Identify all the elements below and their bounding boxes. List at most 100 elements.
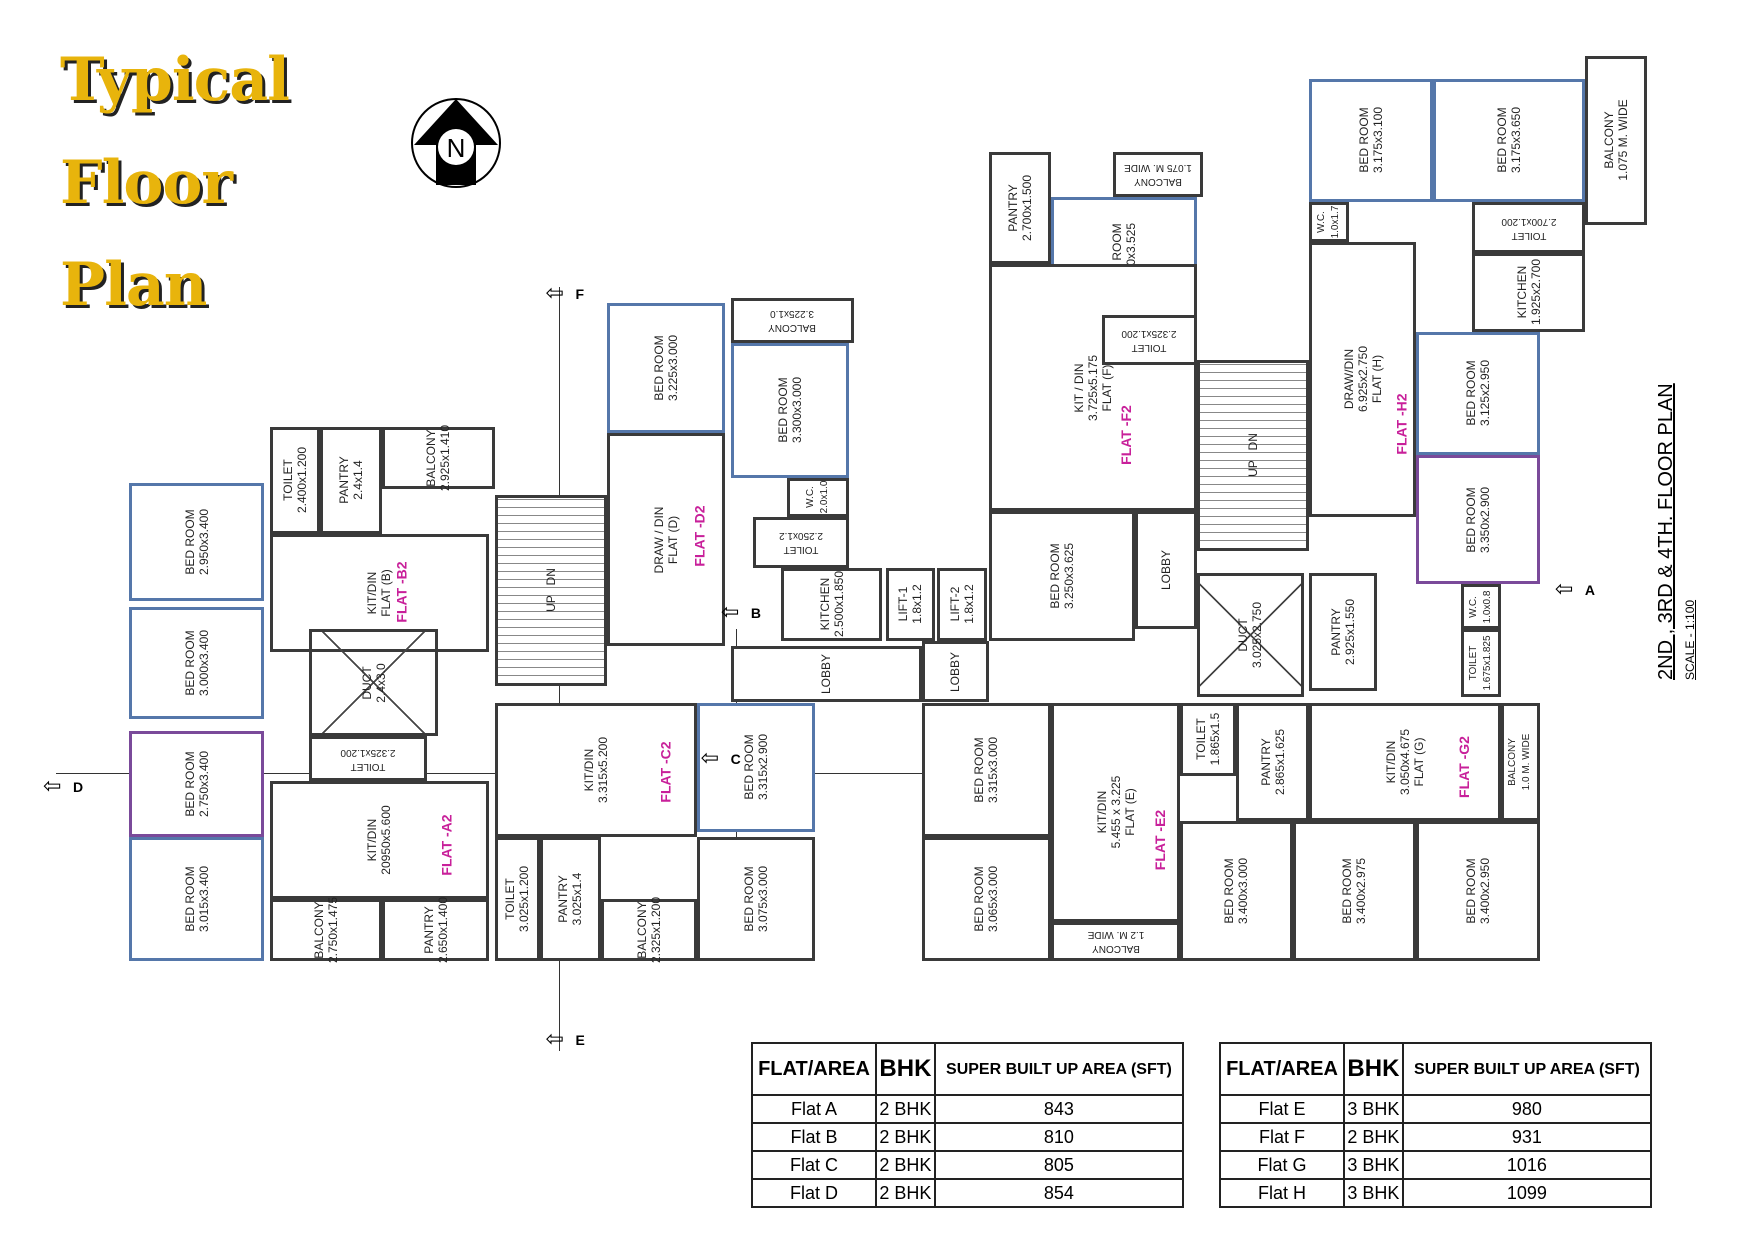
room: W.C. 1.0x0.8 (1461, 584, 1501, 630)
room: BED ROOM 3.400x2.975 (1292, 820, 1417, 962)
page-title-line-2: Floor (60, 148, 233, 218)
room: BED ROOM 3.315x3.000 (921, 702, 1051, 838)
room: BED ROOM 3.175x3.100 (1309, 78, 1434, 203)
room: BED ROOM 3.300x3.000 (730, 342, 849, 478)
section-arrow-icon: ⇦ (43, 772, 62, 798)
room-label: TOILET 2.400x1.200 (281, 447, 310, 514)
cell: 843 (933, 1094, 1185, 1124)
room: BALCONY 1.075 M. WIDE (1584, 56, 1647, 225)
col-header: BHK (1343, 1042, 1404, 1096)
section-arrow-icon: ⇦ (1554, 576, 1574, 602)
room: TOILET 1.865x1.5 (1180, 702, 1237, 776)
cell: 931 (1401, 1122, 1653, 1152)
room: UP DN (1197, 359, 1310, 551)
plan-scale: SCALE - 1:100 (1683, 599, 1697, 680)
room-label: LIFT-2 1.8x1.2 (948, 584, 977, 624)
room-label: BED ROOM 3.175x3.650 (1494, 107, 1523, 174)
room-label: KIT/DIN 3.050x4.675 FLAT (G) (1383, 728, 1426, 795)
room-label: W.C. 2.0x1.0 (804, 480, 830, 514)
room: TOILET 2.325x1.200 (1101, 314, 1198, 366)
room: BED ROOM 3.015x3.400 (129, 837, 265, 961)
room: KITCHEN 2.500x1.850 (781, 567, 883, 641)
room-label: BED ROOM 3.250x3.625 (1048, 543, 1077, 610)
room: BALCONY 1.075 M. WIDE (1112, 151, 1203, 197)
section-arrow-icon: ⇦ (720, 598, 740, 624)
room-label: KIT/DIN 20950x5.600 (365, 805, 394, 875)
room: UP DN (494, 494, 607, 686)
room: DRAW/DIN 6.925x2.750 FLAT (H) (1309, 241, 1417, 518)
room-label: BALCONY 2.925x1.410 (424, 424, 453, 492)
room: LIFT-2 1.8x1.2 (937, 567, 987, 641)
room: BED ROOM 2.950x3.400 (129, 483, 265, 602)
room-label: BED ROOM 3.350x2.900 (1464, 486, 1493, 553)
room: BED ROOM 3.400x2.950 (1416, 820, 1540, 962)
cell: 3 BHK (1343, 1094, 1404, 1124)
room-label: BED ROOM 3.065x3.000 (972, 866, 1001, 933)
room: W.C. 2.0x1.0 (786, 477, 849, 518)
room: KIT/DIN 3.050x4.675 FLAT (G) (1309, 702, 1501, 821)
room-label: KIT/DIN 5.455 x 3.225 FLAT (E) (1094, 775, 1137, 849)
room: TOILET 2.325x1.200 (309, 736, 428, 782)
area-table-1: FLAT/AREA BHK SUPER BUILT UP AREA (SFT) … (751, 1042, 1185, 1208)
cell: 810 (933, 1122, 1185, 1152)
room-label: DRAW / DIN FLAT (D) (651, 506, 680, 573)
room-label: W.C. 1.0x0.8 (1467, 590, 1493, 624)
room-label: PANTRY 2.650x1.400 (421, 897, 450, 964)
flat-tag: FLAT -D2 (691, 505, 708, 567)
room: PANTRY 2.650x1.400 (382, 897, 489, 964)
room: BALCONY 1.2 M. WIDE (1050, 921, 1181, 961)
room: KIT/DIN 3.315x5.200 (494, 702, 697, 838)
room: PANTRY 3.025x1.4 (539, 837, 602, 961)
room: BALCONY 1.0 M. WIDE (1500, 702, 1540, 821)
cell: Flat C (751, 1150, 877, 1180)
room-label: DUCT 2.4x3.0 (359, 663, 388, 703)
room-label: TOILET 2.325x1.200 (340, 746, 396, 772)
room-label: TOILET 2.700x1.200 (1501, 215, 1557, 241)
cell: 2 BHK (875, 1094, 936, 1124)
room: TOILET 2.700x1.200 (1472, 202, 1585, 253)
room-label: KITCHEN 2.500x1.850 (817, 571, 846, 638)
room-label: BALCONY 1.2 M. WIDE (1087, 929, 1144, 955)
room: PANTRY 2.865x1.625 (1236, 702, 1310, 821)
room-label: BED ROOM 3.400x3.000 (1222, 857, 1251, 924)
room: DUCT 2.4x3.0 (309, 629, 439, 737)
room: PANTRY 2.925x1.550 (1309, 573, 1377, 692)
room: KITCHEN 1.925x2.700 (1472, 252, 1585, 332)
room: DRAW / DIN FLAT (D) (606, 432, 725, 647)
room-label: BED ROOM 3.225x3.000 (651, 335, 680, 402)
section-marker: E (575, 1031, 585, 1048)
cell: Flat G (1219, 1150, 1345, 1180)
flat-tag: FLAT -A2 (438, 814, 455, 876)
room-label: LOBBY (948, 651, 963, 692)
cell: 1016 (1401, 1150, 1653, 1180)
cell: 1099 (1401, 1178, 1653, 1208)
room-label: LOBBY (819, 654, 834, 695)
room: BALCONY 2.325x1.200 (601, 897, 697, 963)
room-label: KIT/DIN FLAT (B) (365, 569, 394, 617)
room-label: TOILET 2.250x1.2 (778, 530, 823, 556)
section-arrow-icon: ⇦ (700, 744, 720, 770)
room-label: DRAW/DIN 6.925x2.750 FLAT (H) (1341, 346, 1384, 413)
section-marker: A (1584, 582, 1595, 599)
room-label: BED ROOM 2.950x3.400 (182, 509, 211, 576)
room-label: PANTRY 2.865x1.625 (1258, 728, 1287, 795)
cell: 2 BHK (875, 1122, 936, 1152)
room: BED ROOM 2.750x3.400 (129, 730, 265, 838)
flat-tag: FLAT -C2 (657, 741, 674, 803)
cell: 3 BHK (1343, 1178, 1404, 1208)
cell: Flat B (751, 1122, 877, 1152)
cell: Flat H (1219, 1178, 1345, 1208)
room-label: UP DN (543, 568, 558, 612)
cell: Flat A (751, 1094, 877, 1124)
cell: 2 BHK (875, 1178, 936, 1208)
room-label: UP DN (1246, 433, 1261, 478)
room-label: BED ROOM 3.315x2.900 (741, 734, 770, 801)
flat-tag: FLAT -F2 (1117, 405, 1134, 465)
col-header: FLAT/AREA (1219, 1042, 1345, 1096)
cell: 3 BHK (1343, 1150, 1404, 1180)
room-label: TOILET 1.675x1.825 (1467, 635, 1493, 691)
room-label: BED ROOM 3.315x3.000 (972, 736, 1001, 803)
